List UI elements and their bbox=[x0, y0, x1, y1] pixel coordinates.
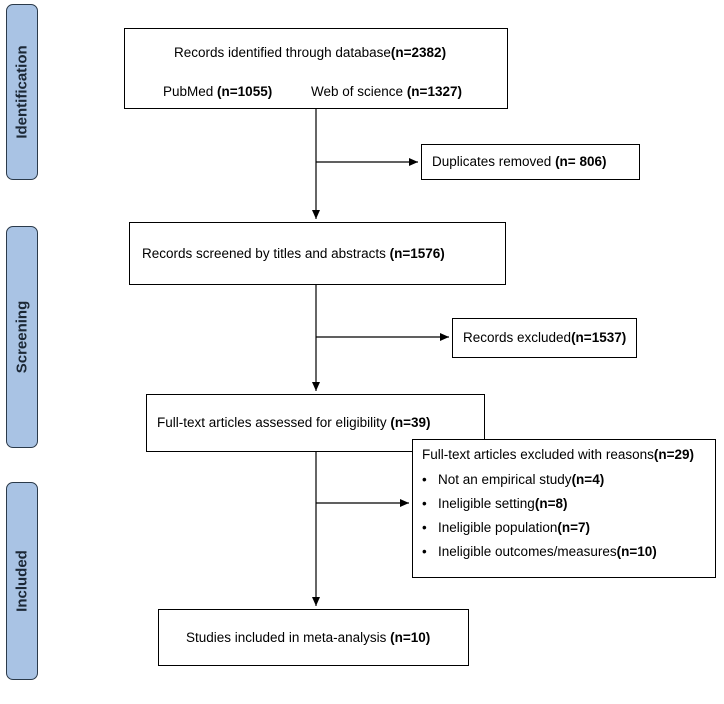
reason-text: Ineligible outcomes/measures bbox=[438, 544, 617, 559]
records-screened-count: (n=1576) bbox=[389, 246, 445, 261]
studies-included-box: Studies included in meta-analysis (n=10) bbox=[158, 609, 469, 666]
pubmed-text: PubMed bbox=[163, 84, 218, 99]
fulltext-excluded-box: Full-text articles excluded with reasons… bbox=[412, 439, 716, 578]
stage-screening: Screening bbox=[6, 226, 38, 448]
reason-item: • Ineligible population(n=7) bbox=[422, 520, 590, 535]
reason-count: (n=8) bbox=[534, 496, 568, 511]
reason-item: • Not an empirical study(n=4) bbox=[422, 472, 604, 487]
records-identified-title: Records identified through database(n=23… bbox=[174, 45, 446, 60]
reason-text: Ineligible setting bbox=[438, 496, 535, 511]
studies-included-line: Studies included in meta-analysis (n=10) bbox=[186, 630, 430, 645]
duplicates-removed-count: (n= 806) bbox=[555, 154, 607, 169]
bullet-icon: • bbox=[422, 520, 427, 535]
fulltext-excluded-count: (n=29) bbox=[653, 447, 694, 462]
bullet-icon: • bbox=[422, 544, 427, 559]
fulltext-assessed-text: Full-text articles assessed for eligibil… bbox=[157, 415, 391, 430]
reason-count: (n=4) bbox=[571, 472, 605, 487]
duplicates-removed-line: Duplicates removed (n= 806) bbox=[432, 154, 606, 169]
fulltext-assessed-count: (n=39) bbox=[390, 415, 431, 430]
reason-text: Ineligible population bbox=[438, 520, 558, 535]
records-excluded-box: Records excluded(n=1537) bbox=[452, 318, 637, 358]
reason-item: • Ineligible setting(n=8) bbox=[422, 496, 567, 511]
fulltext-excluded-text: Full-text articles excluded with reasons bbox=[422, 447, 654, 462]
records-screened-text: Records screened by titles and abstracts bbox=[142, 246, 390, 261]
records-screened-line: Records screened by titles and abstracts… bbox=[142, 246, 445, 261]
records-screened-box: Records screened by titles and abstracts… bbox=[129, 222, 506, 285]
records-excluded-line: Records excluded(n=1537) bbox=[463, 330, 626, 345]
reason-count: (n=7) bbox=[557, 520, 590, 535]
reason-count: (n=10) bbox=[616, 544, 657, 559]
records-excluded-count: (n=1537) bbox=[571, 330, 627, 345]
records-identified-box: Records identified through database(n=23… bbox=[124, 28, 508, 109]
web-of-science-count: (n=1327) bbox=[406, 84, 462, 99]
stage-included: Included bbox=[6, 482, 38, 680]
reason-item: • Ineligible outcomes/measures(n=10) bbox=[422, 544, 657, 559]
studies-included-count: (n=10) bbox=[390, 630, 431, 645]
fulltext-assessed-line: Full-text articles assessed for eligibil… bbox=[157, 415, 430, 430]
records-identified-text: Records identified through database bbox=[174, 45, 391, 60]
stage-identification: Identification bbox=[6, 4, 38, 180]
pubmed-line: PubMed (n=1055) bbox=[163, 84, 272, 99]
pubmed-count: (n=1055) bbox=[217, 84, 273, 99]
records-excluded-text: Records excluded bbox=[463, 330, 572, 345]
bullet-icon: • bbox=[422, 472, 427, 487]
fulltext-excluded-title: Full-text articles excluded with reasons… bbox=[422, 447, 694, 462]
web-of-science-text: Web of science bbox=[311, 84, 407, 99]
duplicates-removed-text: Duplicates removed bbox=[432, 154, 556, 169]
duplicates-removed-box: Duplicates removed (n= 806) bbox=[421, 144, 640, 180]
records-identified-count: (n=2382) bbox=[390, 45, 447, 60]
studies-included-text: Studies included in meta-analysis bbox=[186, 630, 391, 645]
web-of-science-line: Web of science (n=1327) bbox=[311, 84, 462, 99]
bullet-icon: • bbox=[422, 496, 427, 511]
reason-text: Not an empirical study bbox=[438, 472, 572, 487]
